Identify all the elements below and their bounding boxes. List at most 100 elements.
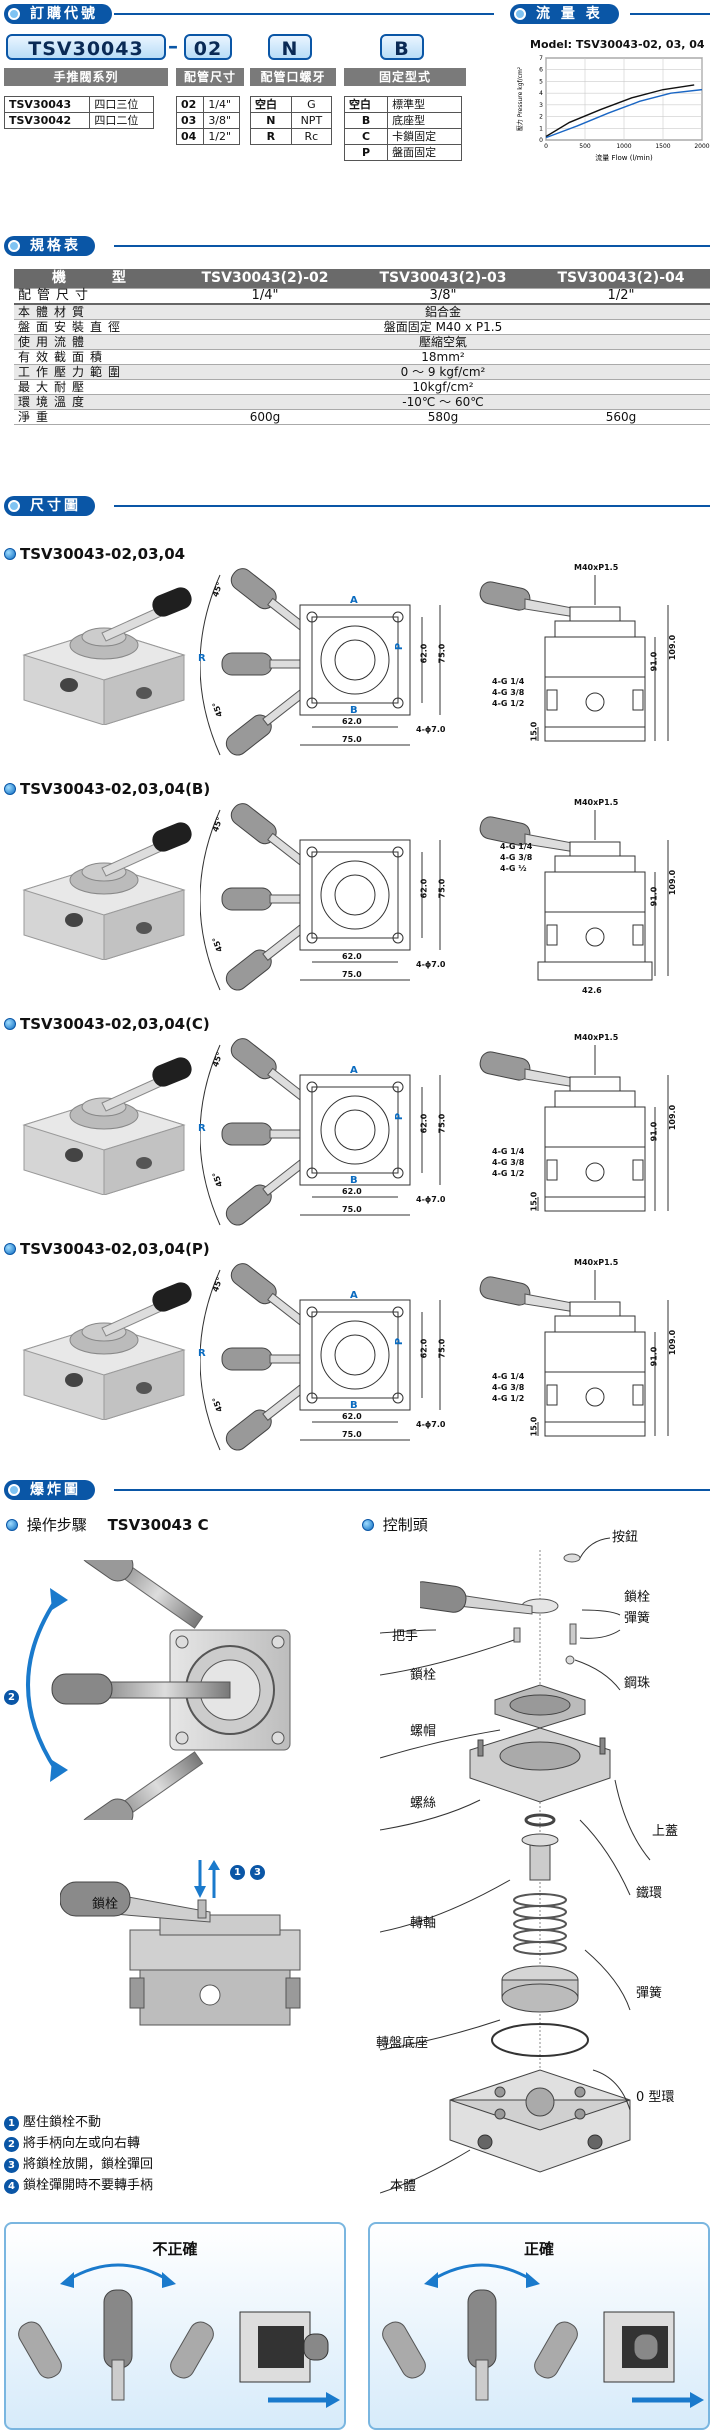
step-number: 3 <box>4 2158 19 2173</box>
part-lock-right: 鎖栓 <box>624 1590 651 1605</box>
dim-width-inner: 62.0 <box>342 1187 362 1196</box>
x-tick-label: 1500 <box>655 143 670 150</box>
explode-pill: 爆炸圖 <box>4 1480 95 1500</box>
series-header: 手推閥系列 <box>4 68 168 86</box>
order-code-section-title: 訂購代號 <box>30 6 98 22</box>
title-dot-icon <box>4 548 16 560</box>
spec-weight-row: 淨重 600g 580g 560g <box>14 409 710 425</box>
dim-hole: 4-ϕ7.0 <box>416 960 446 969</box>
header-dot-icon <box>8 500 20 512</box>
part-oring: 0 型環 <box>636 2090 675 2105</box>
spec-row: 使用流體壓縮空氣 <box>14 334 710 350</box>
mount-code-cell: C <box>343 128 389 145</box>
spec-port-row: 配管尺寸 1/4" 3/8" 1/2" <box>14 288 710 305</box>
spec-weight-02: 600g <box>176 409 354 425</box>
dim-width-outer: 75.0 <box>342 1430 362 1439</box>
top-view-drawing <box>200 803 441 991</box>
header-dot-icon <box>514 8 526 20</box>
mount-header: 固定型式 <box>344 68 466 86</box>
y-tick-label: 1 <box>539 125 543 132</box>
spec-row-label: 最大耐壓 <box>14 379 176 395</box>
port-p-label: P <box>394 642 406 651</box>
spec-head-02: TSV30043(2)-02 <box>176 269 354 289</box>
side-view-drawing <box>479 810 669 981</box>
header-dot-icon <box>8 1484 20 1496</box>
wrong-title: 不正確 <box>152 2240 198 2258</box>
x-tick-label: 500 <box>579 143 591 150</box>
dim-height-inner: 62.0 <box>419 1338 429 1359</box>
thread-value-cell: G <box>290 96 333 113</box>
spec-row-value: 10kgf/cm² <box>176 379 710 395</box>
size-value-cell: 1/4" <box>203 96 240 113</box>
port-b-label: B <box>350 1175 358 1186</box>
part-body: 本體 <box>390 2179 417 2194</box>
port-thread-2: 4-G 3/8 <box>492 688 525 697</box>
part-spring-top: 彈簧 <box>624 1611 651 1626</box>
spec-port-04: 1/2" <box>532 288 710 305</box>
y-tick-label: 7 <box>539 55 543 62</box>
flow-pill: 流 量 表 <box>510 4 619 24</box>
dim-height-outer: 75.0 <box>437 1113 447 1134</box>
step-number: 2 <box>4 2137 19 2152</box>
dim-height-outer: 75.0 <box>437 643 447 664</box>
dim-thread: M40xP1.5 <box>574 563 619 572</box>
steps-model: TSV30043 C <box>107 1516 209 1534</box>
spec-row-value: 鋁合金 <box>176 303 710 320</box>
side-view-drawing <box>479 1270 669 1437</box>
mount-value-cell: 卡鎖固定 <box>387 128 462 145</box>
spec-row-label: 盤面安裝直徑 <box>14 319 176 335</box>
part-cover: 上蓋 <box>652 1824 679 1839</box>
explode-section-title: 爆炸圖 <box>30 1482 81 1498</box>
part-shaft: 轉軸 <box>410 1916 437 1931</box>
spec-header: 規格表 <box>4 236 710 256</box>
dim-thread: M40xP1.5 <box>574 1258 619 1267</box>
order-code-pill: 訂購代號 <box>4 4 112 24</box>
mount-code-cell: P <box>343 144 389 161</box>
y-tick-label: 4 <box>539 90 543 97</box>
top-view-drawing <box>200 568 441 756</box>
mount-value-cell: 盤面固定 <box>387 144 462 161</box>
dim-base: 15.0 <box>529 1191 539 1212</box>
num-2-icon: 2 <box>4 1690 19 1705</box>
num-1-icon: 1 <box>230 1865 245 1880</box>
y-axis-label: 壓力 Pressure kgf/cm² <box>516 66 524 131</box>
part-nut: 螺帽 <box>410 1724 437 1739</box>
dimension-header: 尺寸圖 <box>4 496 710 516</box>
port-thread-1: 4-G 1/4 <box>492 1372 525 1381</box>
dim-width-outer: 75.0 <box>342 735 362 744</box>
header-dot-icon <box>8 240 20 252</box>
step-circle-3: 3 <box>250 1860 269 1880</box>
header-line <box>630 13 710 15</box>
spec-row-label: 有效截面積 <box>14 349 176 365</box>
top-view-drawing <box>200 1038 441 1226</box>
x-axis-label: 流量 Flow (l/min) <box>595 153 653 162</box>
mount-code-cell: B <box>343 112 389 129</box>
thread-code-cell: 空白 <box>250 96 292 113</box>
port-r-label: R <box>198 1348 206 1359</box>
dim-height-inner: 62.0 <box>419 643 429 664</box>
step-text: 鎖栓彈開時不要轉手柄 <box>23 2178 154 2193</box>
header-line <box>114 1489 710 1491</box>
series-desc: 四口三位 <box>89 96 154 113</box>
dim-base: 15.0 <box>529 1416 539 1437</box>
x-tick-label: 0 <box>544 143 548 150</box>
title-dot-icon <box>4 1018 16 1030</box>
side-view-drawing <box>479 1045 669 1212</box>
valve-photo <box>22 587 192 725</box>
lock-pin-label: 鎖栓 <box>92 1897 119 1912</box>
step-number: 4 <box>4 2179 19 2194</box>
step-top-view <box>26 1560 291 1820</box>
spec-row-label: 使用流體 <box>14 334 176 350</box>
part-screw: 螺絲 <box>410 1796 437 1811</box>
dim-width-inner: 62.0 <box>342 952 362 961</box>
